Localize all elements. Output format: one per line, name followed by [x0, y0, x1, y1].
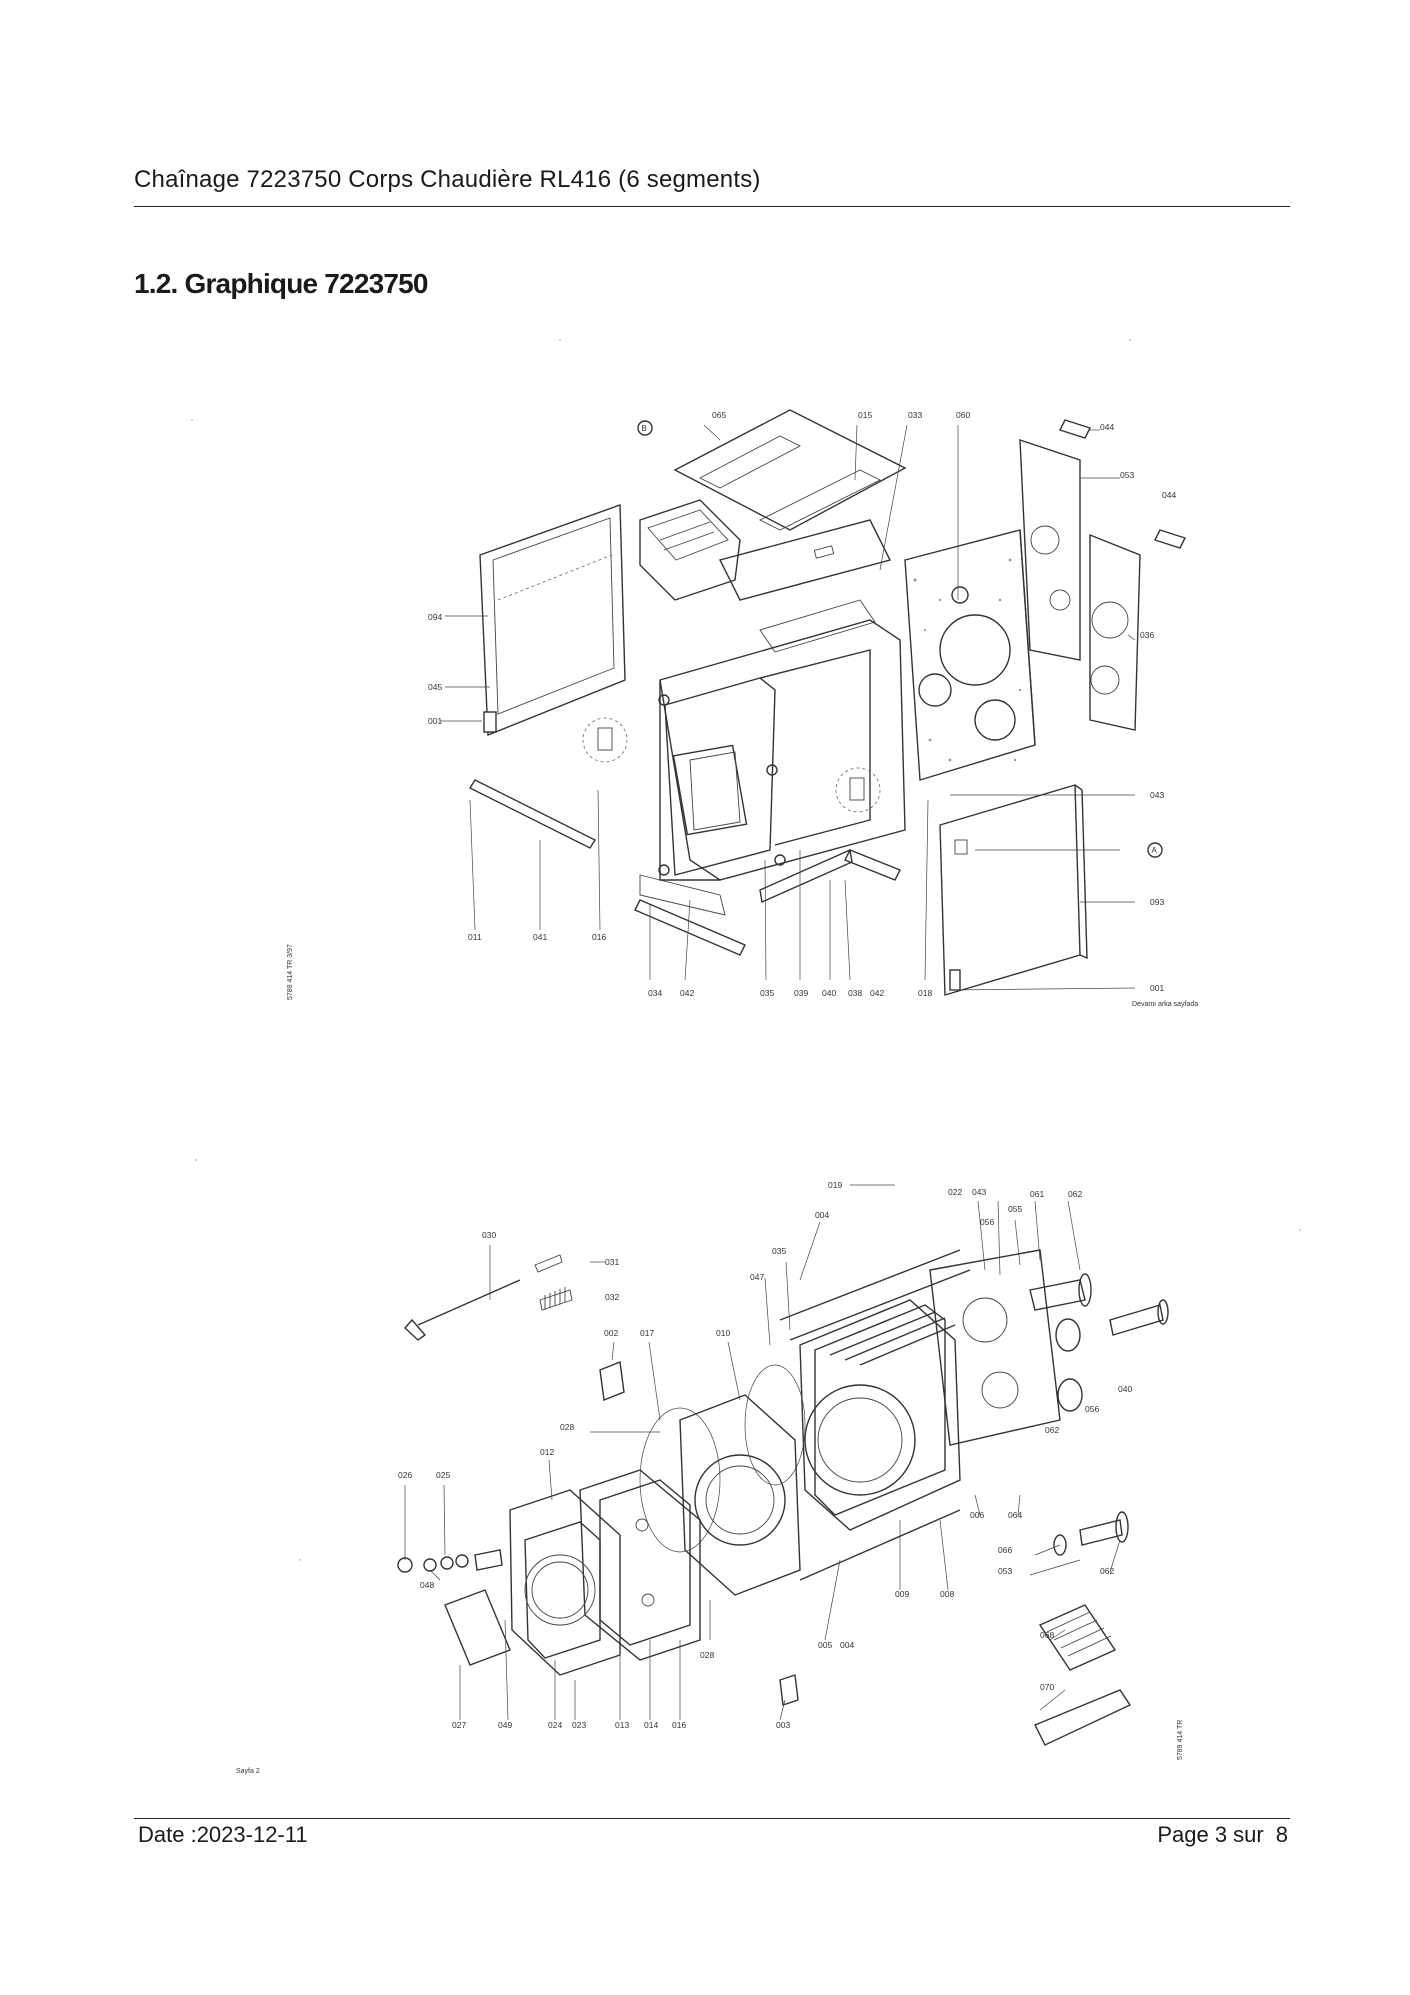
svg-text:016: 016	[592, 932, 606, 942]
svg-text:053: 053	[998, 1566, 1012, 1576]
svg-text:010: 010	[716, 1328, 730, 1338]
svg-text:028: 028	[560, 1422, 574, 1432]
svg-text:039: 039	[794, 988, 808, 998]
svg-text:042: 042	[870, 988, 884, 998]
page-total: 8	[1275, 1822, 1288, 1847]
svg-text:015: 015	[858, 410, 872, 420]
svg-text:003: 003	[776, 1720, 790, 1730]
svg-text:035: 035	[772, 1246, 786, 1256]
svg-text:047: 047	[750, 1272, 764, 1282]
svg-text:011: 011	[468, 932, 482, 942]
svg-text:009: 009	[895, 1589, 909, 1599]
svg-text:031: 031	[605, 1257, 619, 1267]
svg-text:042: 042	[680, 988, 694, 998]
svg-text:034: 034	[648, 988, 662, 998]
svg-text:001: 001	[1150, 983, 1164, 993]
svg-text:018: 018	[918, 988, 932, 998]
svg-text:093: 093	[1150, 897, 1164, 907]
svg-text:060: 060	[956, 410, 970, 420]
svg-text:004: 004	[840, 1640, 854, 1650]
svg-text:055: 055	[1008, 1204, 1022, 1214]
side-code-top: 5789 414 TR 3/97	[287, 944, 294, 1000]
svg-text:005: 005	[818, 1640, 832, 1650]
marker-b: B	[642, 424, 647, 433]
svg-text:094: 094	[428, 612, 442, 622]
svg-text:006: 006	[970, 1510, 984, 1520]
svg-text:044: 044	[1100, 422, 1114, 432]
svg-text:013: 013	[615, 1720, 629, 1730]
svg-text:002: 002	[604, 1328, 618, 1338]
marker-a: A	[1152, 846, 1158, 855]
svg-text:017: 017	[640, 1328, 654, 1338]
page-note: Sayfa 2	[236, 1768, 260, 1775]
svg-text:019: 019	[828, 1180, 842, 1190]
bottom-exploded-view: 019 022 043 061 062 030 031 004 055 056 …	[236, 1180, 1184, 1775]
page-indicator: Page 3 sur 8	[1157, 1822, 1288, 1848]
svg-text:032: 032	[605, 1292, 619, 1302]
svg-text:062: 062	[1100, 1566, 1114, 1576]
svg-text:014: 014	[644, 1720, 658, 1730]
svg-text:001: 001	[428, 716, 442, 726]
svg-text:048: 048	[420, 1580, 434, 1590]
svg-text:056: 056	[980, 1217, 994, 1227]
svg-text:008: 008	[940, 1589, 954, 1599]
svg-text:053: 053	[1120, 470, 1134, 480]
svg-text:030: 030	[482, 1230, 496, 1240]
svg-text:056: 056	[1085, 1404, 1099, 1414]
svg-text:004: 004	[815, 1210, 829, 1220]
footer-divider	[134, 1818, 1290, 1819]
svg-text:016: 016	[672, 1720, 686, 1730]
header-divider	[134, 206, 1290, 207]
svg-text:012: 012	[540, 1447, 554, 1457]
svg-text:036: 036	[1140, 630, 1154, 640]
side-code-bottom: 5789 414 TR	[1177, 1720, 1184, 1760]
section-heading: 1.2. Graphique 7223750	[134, 268, 428, 299]
top-exploded-view: 065 015 033 060 044 053 044 036 094 045 …	[287, 409, 1198, 1008]
document-title: Chaînage 7223750 Corps Chaudière RL416 (…	[134, 166, 761, 193]
svg-text:033: 033	[908, 410, 922, 420]
svg-text:025: 025	[436, 1470, 450, 1480]
svg-text:065: 065	[712, 410, 726, 420]
svg-text:068: 068	[1040, 1630, 1054, 1640]
footer-date: Date :2023-12-11	[138, 1822, 308, 1847]
svg-text:049: 049	[498, 1720, 512, 1730]
svg-text:022: 022	[948, 1187, 962, 1197]
svg-text:061: 061	[1030, 1189, 1044, 1199]
svg-text:070: 070	[1040, 1682, 1054, 1692]
svg-text:040: 040	[822, 988, 836, 998]
svg-text:040: 040	[1118, 1384, 1132, 1394]
svg-text:028: 028	[700, 1650, 714, 1660]
page-label: Page 3 sur	[1157, 1822, 1264, 1847]
svg-text:062: 062	[1068, 1189, 1082, 1199]
svg-text:027: 027	[452, 1720, 466, 1730]
continuation-note: Devamı arka sayfada	[1132, 1001, 1198, 1008]
svg-text:026: 026	[398, 1470, 412, 1480]
svg-text:045: 045	[428, 682, 442, 692]
svg-text:023: 023	[572, 1720, 586, 1730]
svg-text:043: 043	[1150, 790, 1164, 800]
svg-text:064: 064	[1008, 1510, 1022, 1520]
svg-text:041: 041	[533, 932, 547, 942]
svg-text:024: 024	[548, 1720, 562, 1730]
svg-text:062: 062	[1045, 1425, 1059, 1435]
svg-text:066: 066	[998, 1545, 1012, 1555]
svg-text:035: 035	[760, 988, 774, 998]
svg-text:043: 043	[972, 1187, 986, 1197]
svg-text:044: 044	[1162, 490, 1176, 500]
svg-text:038: 038	[848, 988, 862, 998]
